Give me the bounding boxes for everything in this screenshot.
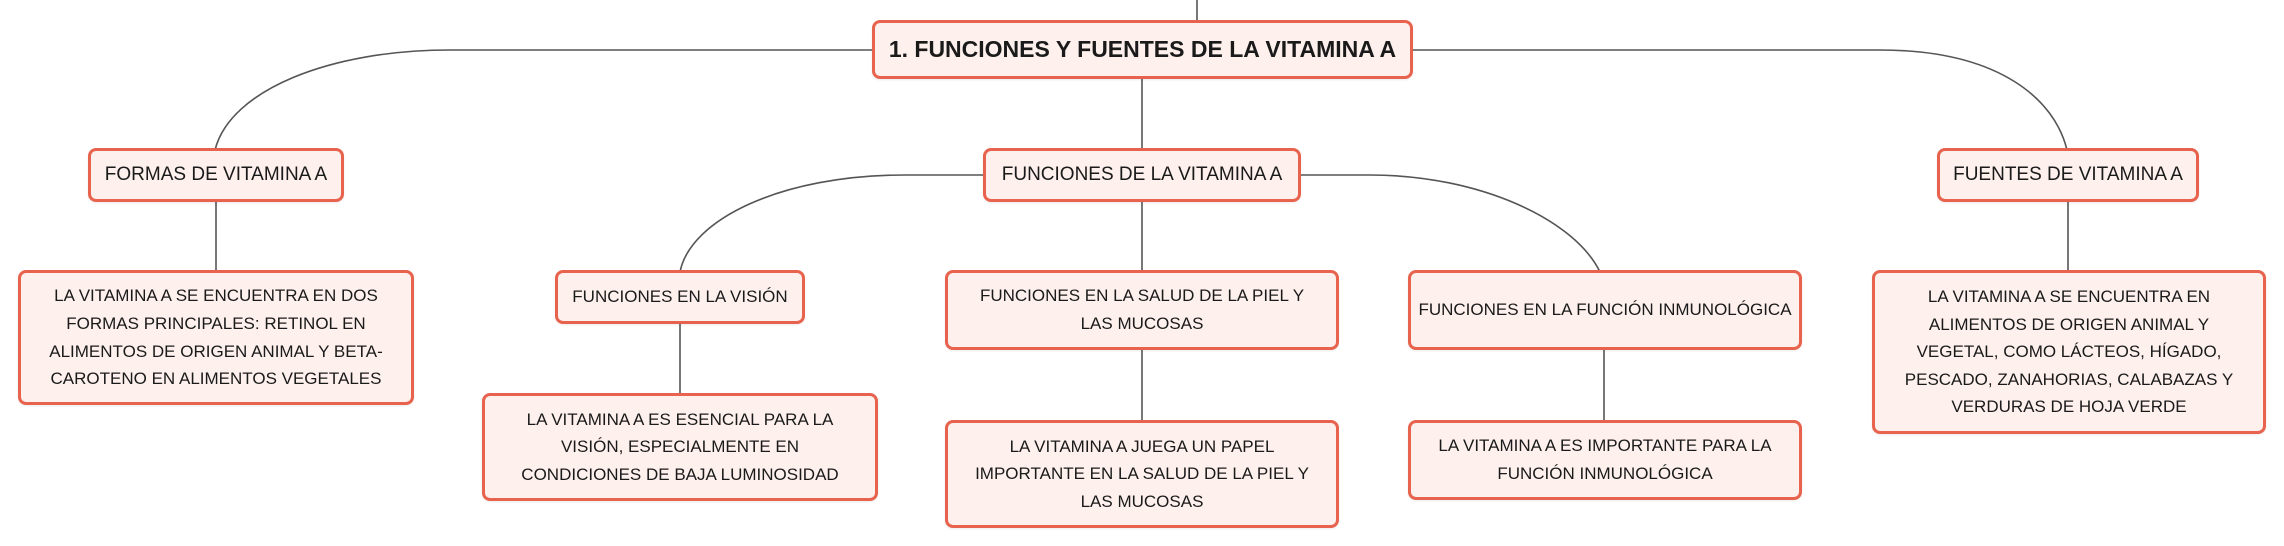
piel-detail-text: LA VITAMINA A JUEGA UN PAPEL IMPORTANTE …	[975, 436, 1309, 511]
vision-node[interactable]: FUNCIONES EN LA VISIÓN	[555, 270, 805, 324]
inmune-node[interactable]: FUNCIONES EN LA FUNCIÓN INMUNOLÓGICA	[1408, 270, 1802, 350]
piel-node[interactable]: FUNCIONES EN LA SALUD DE LA PIEL Y LAS M…	[945, 270, 1339, 350]
connector-funciones-inmune	[1300, 174, 1601, 273]
piel-title: FUNCIONES EN LA SALUD DE LA PIEL Y LAS M…	[979, 286, 1305, 333]
funciones-title: FUNCIONES DE LA VITAMINA A	[1001, 163, 1283, 185]
formas-title: FORMAS DE VITAMINA A	[104, 163, 328, 185]
formas-node[interactable]: FORMAS DE VITAMINA A	[88, 148, 344, 202]
inmune-detail-node[interactable]: LA VITAMINA A ES IMPORTANTE PARA LA FUNC…	[1408, 420, 1802, 500]
vision-title: FUNCIONES EN LA VISIÓN	[572, 287, 788, 307]
connector-root-formas	[214, 49, 874, 151]
inmune-title: FUNCIONES EN LA FUNCIÓN INMUNOLÓGICA	[1418, 300, 1792, 320]
formas-detail-node[interactable]: LA VITAMINA A SE ENCUENTRA EN DOS FORMAS…	[18, 270, 414, 405]
root-node[interactable]: 1. FUNCIONES Y FUENTES DE LA VITAMINA A	[872, 20, 1413, 79]
formas-detail-text: LA VITAMINA A SE ENCUENTRA EN DOS FORMAS…	[49, 286, 383, 389]
inmune-detail-text: LA VITAMINA A ES IMPORTANTE PARA LA FUNC…	[1438, 436, 1772, 483]
fuentes-detail-text: LA VITAMINA A SE ENCUENTRA EN ALIMENTOS …	[1904, 287, 2234, 417]
piel-detail-node[interactable]: LA VITAMINA A JUEGA UN PAPEL IMPORTANTE …	[945, 420, 1339, 528]
root-title: 1. FUNCIONES Y FUENTES DE LA VITAMINA A	[888, 35, 1397, 62]
connector-root-fuentes	[1412, 49, 2068, 151]
funciones-node[interactable]: FUNCIONES DE LA VITAMINA A	[983, 148, 1301, 202]
connector-funciones-vision	[679, 174, 983, 273]
vision-detail-text: LA VITAMINA A ES ESENCIAL PARA LA VISIÓN…	[521, 409, 839, 484]
fuentes-title: FUENTES DE VITAMINA A	[1953, 163, 2183, 185]
fuentes-node[interactable]: FUENTES DE VITAMINA A	[1937, 148, 2199, 202]
fuentes-detail-node[interactable]: LA VITAMINA A SE ENCUENTRA EN ALIMENTOS …	[1872, 270, 2266, 434]
vision-detail-node[interactable]: LA VITAMINA A ES ESENCIAL PARA LA VISIÓN…	[482, 393, 878, 501]
